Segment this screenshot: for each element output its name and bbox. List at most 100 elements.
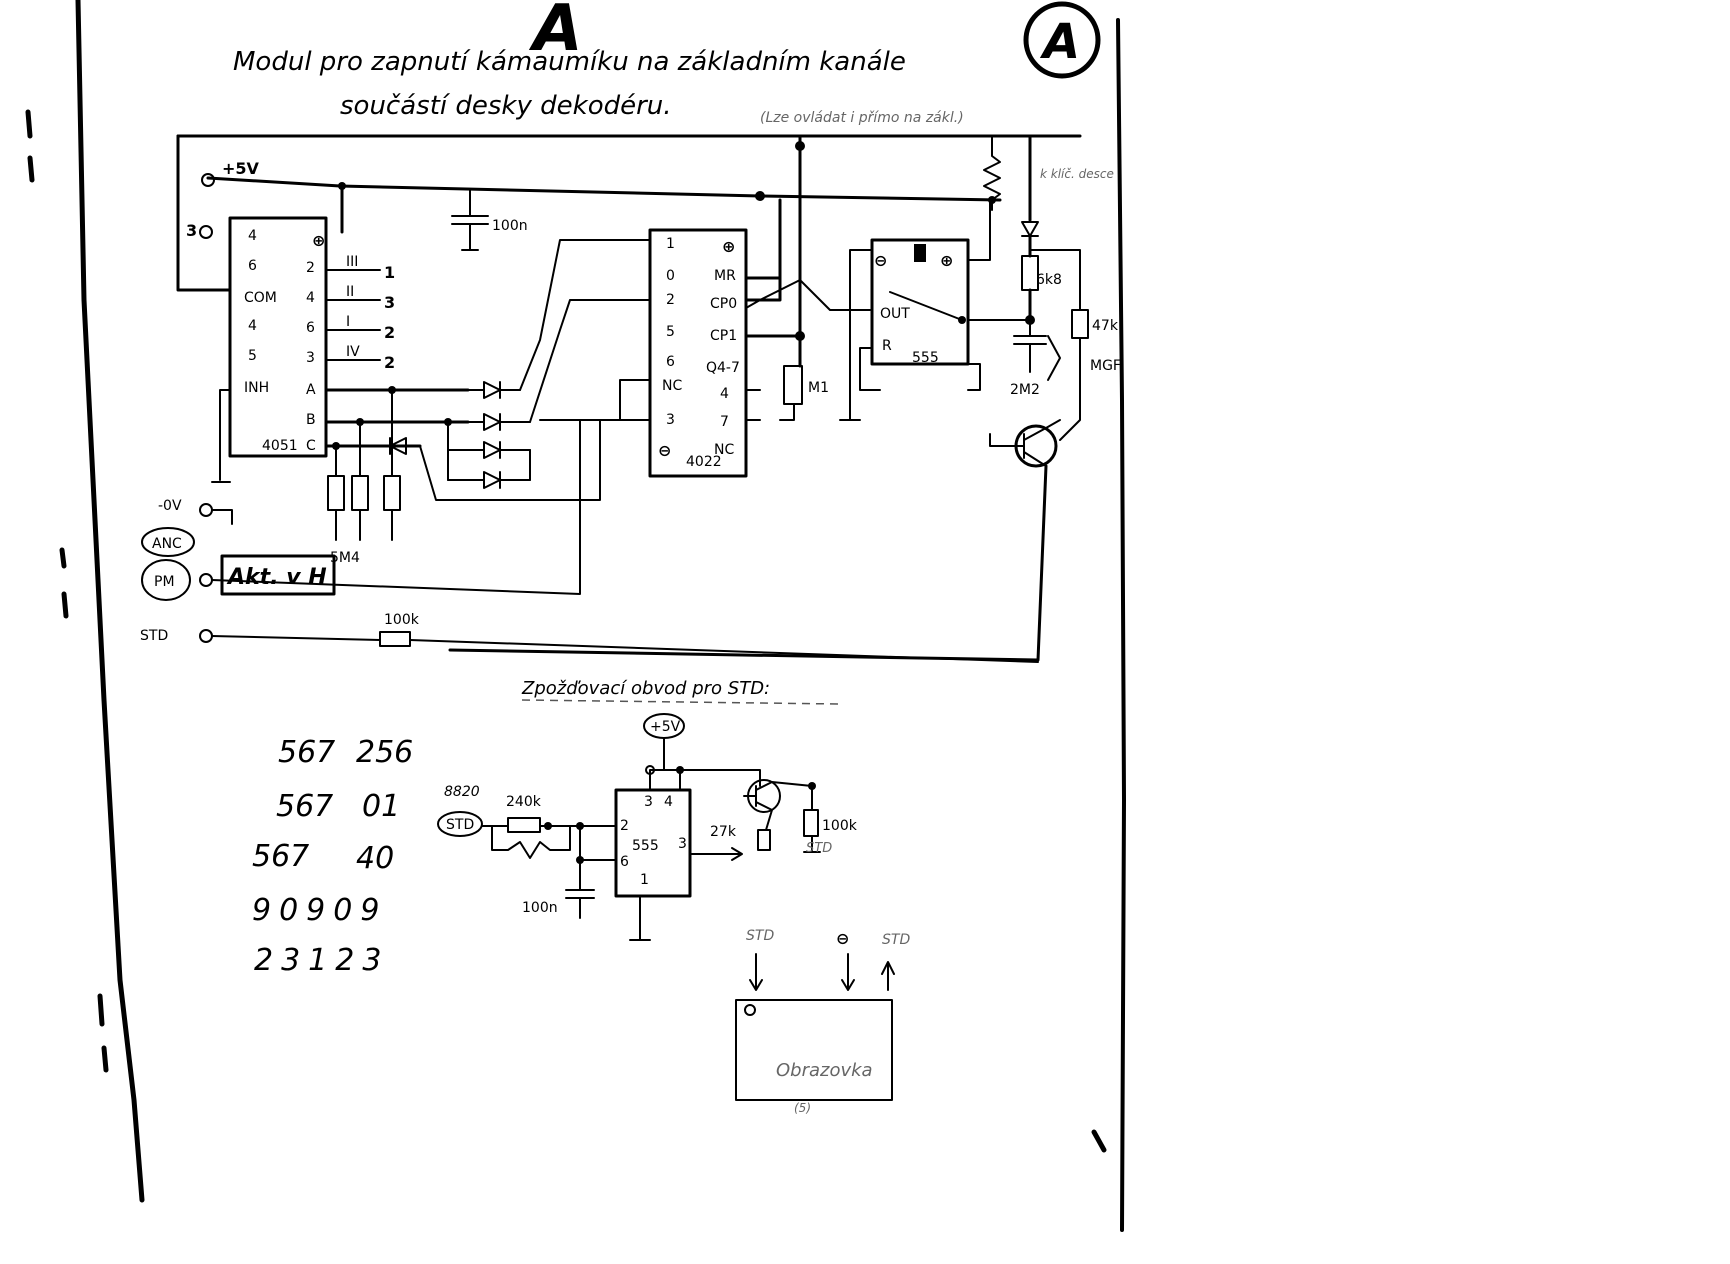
resistor-47k (1071, 309, 1089, 339)
wire (419, 419, 651, 501)
pin-label: 7 (720, 414, 729, 430)
wire (745, 389, 795, 421)
wire (176, 134, 232, 292)
note-number: 40 (356, 841, 394, 876)
wire (447, 421, 531, 481)
binding-mark (97, 993, 109, 1073)
std-input-ring (437, 811, 483, 837)
wire (539, 379, 651, 421)
title-line-1: Modul pro zapnutí kámaumíku na základním… (233, 47, 906, 77)
wire (744, 134, 802, 338)
resistor-240k (507, 817, 541, 833)
std-label: STD (140, 628, 168, 644)
right-note: k klíč. desce (1040, 167, 1114, 181)
box-diagram: STD ⊖ STD Obrazovka (5) (735, 928, 910, 1115)
input-label: 3 (186, 221, 197, 240)
inh-ground (211, 389, 231, 483)
pin-label: NC (714, 442, 734, 458)
wire (967, 363, 981, 391)
box-left-label: STD (746, 928, 774, 944)
title-line-2: součástí desky dekodéru. (340, 91, 672, 121)
anc-ring (141, 527, 195, 557)
arrow-down (749, 953, 763, 991)
resistor-100k (379, 631, 411, 647)
wire (967, 199, 991, 261)
circled-letter: A (1039, 14, 1080, 70)
output-roman: IV (346, 344, 360, 360)
chip-4051 (228, 216, 328, 458)
diode (447, 441, 531, 459)
pull-label: 5M4 (330, 550, 360, 566)
output-num: 2 (384, 353, 395, 372)
pin-label: A (306, 382, 316, 398)
resistor-100k (803, 809, 819, 837)
resistor (757, 829, 771, 851)
wire (529, 299, 651, 423)
cap-label: 100n (492, 218, 528, 234)
zener (1047, 335, 1061, 381)
output-num: 2 (384, 323, 395, 342)
pin-label: NC (662, 378, 682, 394)
pin-label: CP0 (710, 296, 737, 312)
binding-mark (25, 109, 35, 183)
zero-terminal (199, 503, 213, 517)
diode (467, 381, 521, 399)
resistor-m1 (783, 365, 803, 405)
pin-label: 3 (666, 412, 675, 428)
capacitor-100n (565, 825, 617, 919)
pin-label: 4 (248, 228, 257, 244)
transistor (743, 781, 813, 831)
akt-label: Akt. v H (226, 565, 327, 590)
wire (1045, 419, 1061, 429)
resistor-label: 240k (506, 794, 542, 810)
wire (211, 509, 233, 525)
junction (795, 141, 805, 151)
junction (544, 822, 552, 830)
diode (1021, 221, 1039, 237)
mgf-label: MGF (1090, 358, 1121, 374)
ground (803, 835, 821, 853)
box-middle-symbol: ⊖ (836, 929, 849, 948)
corner-mark (1091, 1129, 1107, 1153)
junction (988, 196, 996, 204)
resistor (327, 475, 345, 511)
pin-label: R (882, 338, 892, 354)
pin-label: 4 (664, 794, 673, 810)
note-number: 567 (276, 789, 333, 824)
pin-label: 2 (620, 818, 629, 834)
junction (645, 765, 655, 775)
transistor (989, 427, 1047, 467)
circled-letter-ring (1023, 1, 1101, 79)
minus-symbol: ⊖ (874, 251, 887, 270)
std-input-label: STD (446, 817, 474, 833)
resistor-label: 6k8 (1036, 272, 1062, 288)
pin-label: Q4-7 (706, 360, 740, 376)
pin-label: COM (244, 290, 277, 306)
wire (1029, 249, 1081, 311)
std-terminal (199, 629, 213, 643)
akt-box (220, 554, 336, 596)
note-number: 90909 (252, 893, 387, 928)
std-output-label: STD (806, 841, 832, 856)
chip-name: 555 (912, 350, 939, 366)
bottom-circuit: Zpožďovací obvod pro STD: +5V 3 4 2 6 3 … (437, 678, 858, 941)
box-corner-dot (744, 1004, 756, 1016)
note-number: 23123 (254, 943, 389, 978)
pin-label: 1 (666, 236, 675, 252)
box-frame (735, 999, 893, 1101)
right-margin-line (1116, 18, 1126, 1232)
wire (889, 291, 963, 321)
pin-label: 3 (306, 350, 315, 366)
pin-label: 2 (666, 292, 675, 308)
diode-bypass (491, 825, 571, 859)
bottom-subtitle: Zpožďovací obvod pro STD: (521, 678, 770, 699)
supply-rail (206, 176, 762, 198)
wire (839, 249, 873, 421)
supply-label: +5V (222, 159, 260, 178)
pin-label: 6 (620, 854, 629, 870)
anc-label: ANC (152, 536, 182, 552)
cap-label: 100n (522, 900, 558, 916)
box-inner-text: Obrazovka (776, 1060, 873, 1081)
pin-label: 3 (644, 794, 653, 810)
top-circuit: +5V 100n 3 4 6 COM 4 5 INH 2 4 6 3 A B C… (140, 134, 1121, 663)
